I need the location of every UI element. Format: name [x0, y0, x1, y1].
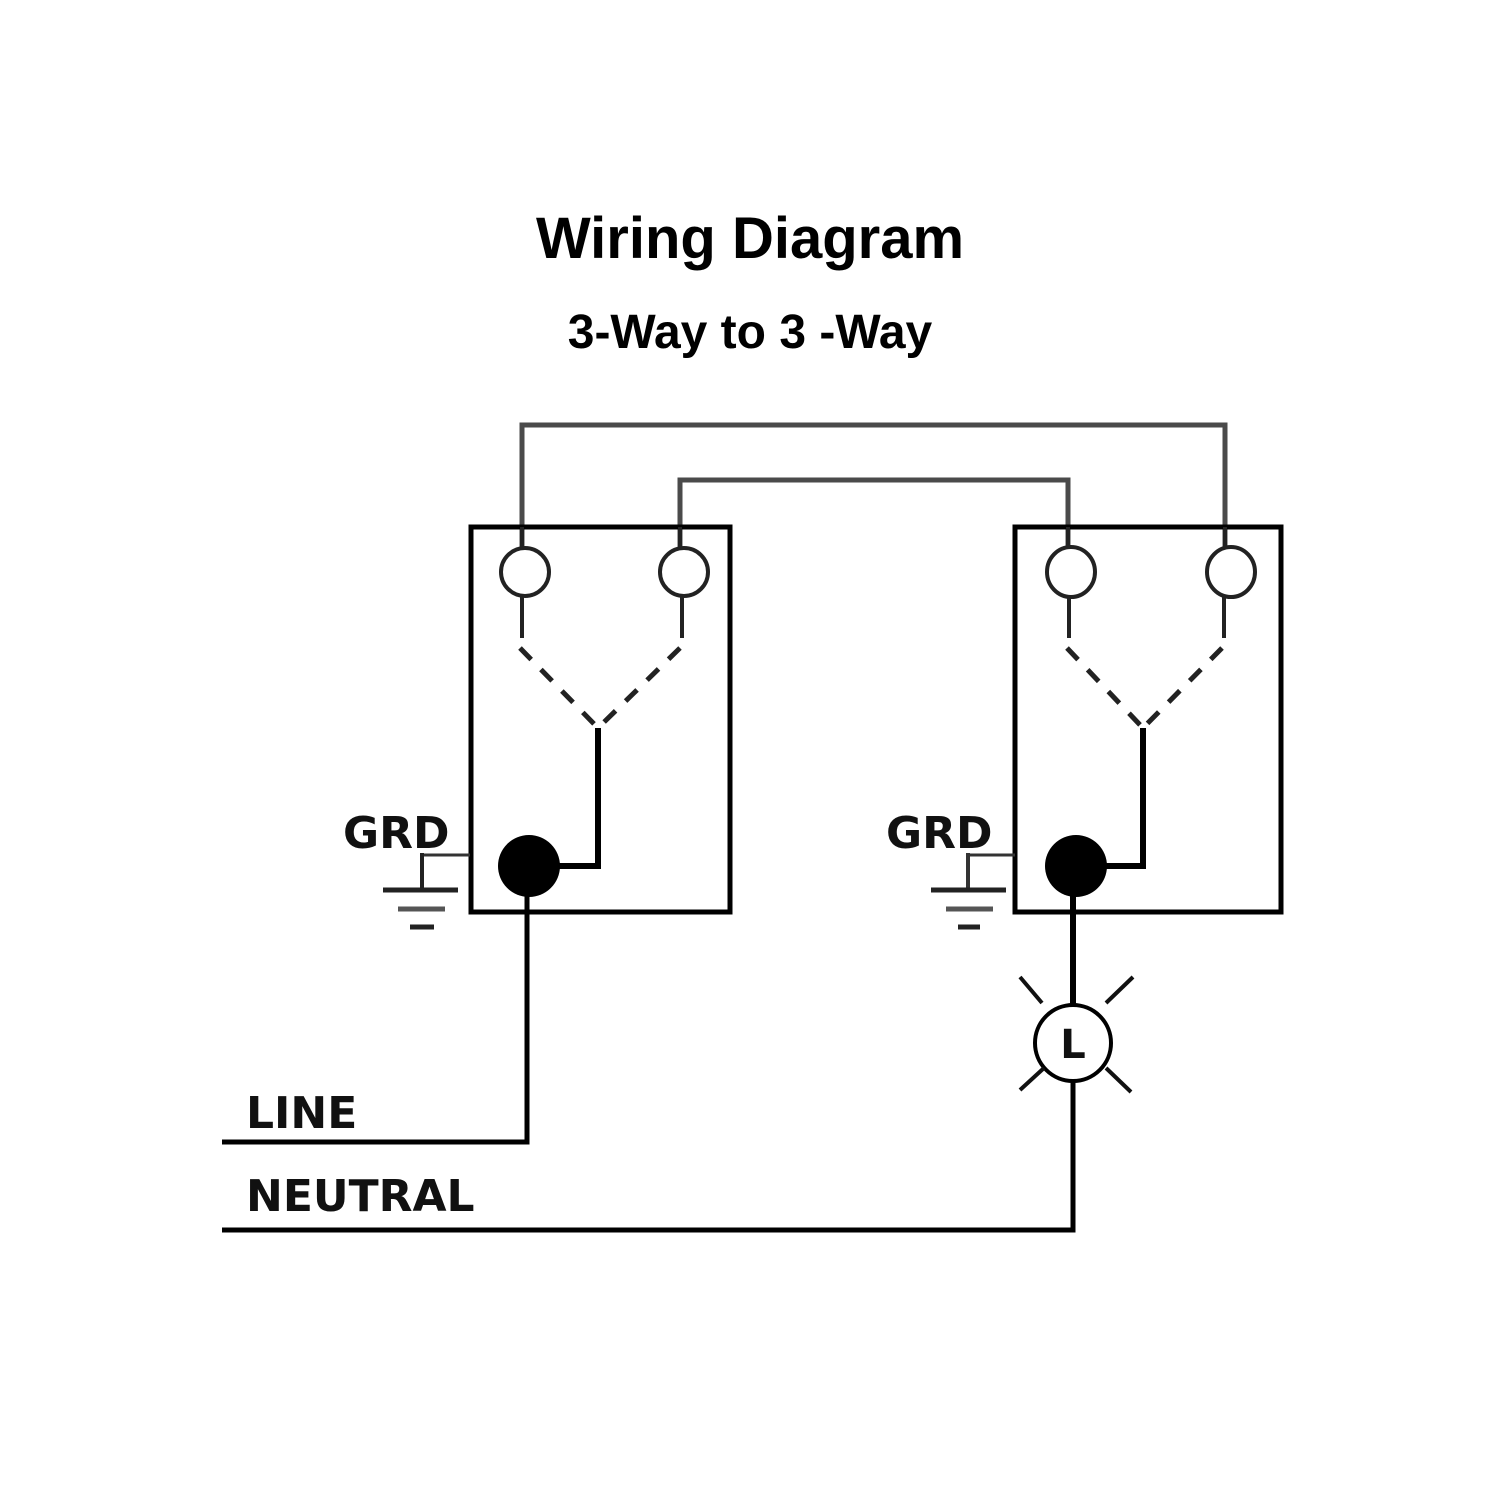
neutral-wire	[222, 1078, 1076, 1233]
left-switch-contact-dashed-2	[596, 646, 682, 730]
left-switch-common-terminal	[498, 835, 560, 897]
lamp-label: L	[1060, 1022, 1086, 1068]
right-switch-common-terminal	[1045, 835, 1107, 897]
right-switch-terminal-2	[1205, 545, 1257, 599]
right-switch-pivot-wire	[1090, 728, 1146, 869]
left-switch-terminal-1	[499, 546, 551, 598]
lamp-ray	[1104, 975, 1135, 1005]
lamp-ray	[1104, 1066, 1133, 1094]
left-switch	[468, 524, 733, 915]
right-switch-contact-dashed-1	[1065, 646, 1145, 730]
diagram-title: Wiring Diagram	[535, 206, 965, 271]
diagram-subtitle: 3-Way to 3 -Way	[567, 306, 933, 359]
right-switch-terminal-1	[1045, 545, 1097, 599]
right-grd-label: GRD	[886, 808, 993, 859]
left-switch-contact-dashed-1	[518, 646, 600, 730]
lamp-ray	[1018, 975, 1044, 1005]
right-switch	[1012, 524, 1284, 915]
left-ground-symbol	[383, 853, 470, 930]
traveler-wire-inner	[677, 477, 1071, 548]
left-switch-box	[468, 524, 733, 915]
right-ground-symbol	[931, 853, 1015, 930]
line-wire	[222, 895, 530, 1145]
neutral-label: NEUTRAL	[246, 1171, 475, 1222]
right-switch-box	[1012, 524, 1284, 915]
lamp-symbol: L	[1018, 975, 1135, 1094]
line-label: LINE	[246, 1088, 357, 1139]
lamp-ray	[1018, 1066, 1046, 1092]
left-switch-terminal-2	[658, 546, 710, 598]
right-switch-contact-dashed-2	[1141, 646, 1224, 730]
left-grd-label: GRD	[343, 808, 450, 859]
lamp-circle	[1033, 1003, 1113, 1083]
traveler-wire-outer	[519, 422, 1228, 548]
